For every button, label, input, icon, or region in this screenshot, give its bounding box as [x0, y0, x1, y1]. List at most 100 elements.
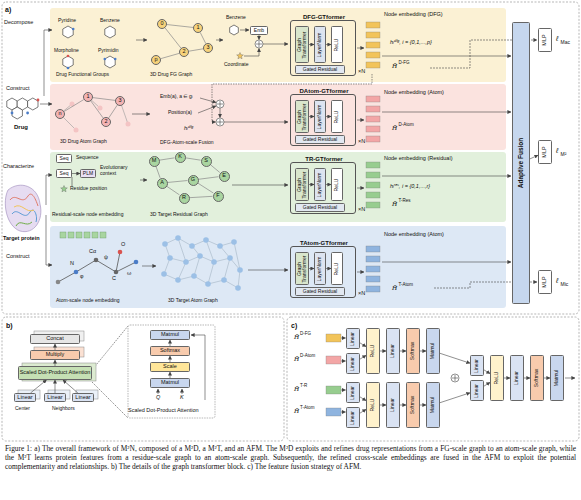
node-text: Adaptive Fusion: [518, 22, 525, 304]
node-text: PLM: [83, 171, 93, 176]
atom: [72, 28, 75, 31]
process-box: Scaled Dot-Product Attention: [18, 366, 93, 380]
embedding-bar: [366, 276, 380, 282]
label: 3D Target Atom Graph: [168, 298, 218, 303]
graph-node: 3: [203, 43, 213, 53]
label: φ: [80, 274, 84, 280]
layer-box: MLP: [538, 140, 552, 164]
process-box: Seq: [56, 169, 72, 178]
ring: [28, 98, 38, 110]
node-text: Gated Residual: [303, 137, 337, 142]
label: Neighbors: [52, 406, 75, 411]
atom: [197, 253, 203, 259]
node-text: Matmul: [554, 355, 559, 401]
graph-node: 2: [101, 117, 111, 127]
row-band: [50, 226, 506, 308]
embedding-bar: [366, 116, 380, 122]
layer-box: Matmul: [426, 382, 440, 428]
graph-node: K: [175, 152, 186, 163]
embedding-bar: [326, 334, 341, 342]
atom: [26, 112, 29, 115]
connector: [530, 155, 538, 159]
label: Residue position: [70, 186, 107, 191]
layer-box: ReLU: [331, 168, 343, 201]
embedding-bar: [326, 356, 341, 364]
label: T-Atom: [300, 406, 315, 411]
process-box: Seq: [56, 154, 72, 163]
graph-node: 0: [157, 19, 167, 29]
graph-edge: [189, 196, 212, 197]
label: D-Atom: [399, 123, 414, 128]
node-text: MLP: [542, 140, 548, 164]
label: M²: [561, 152, 567, 157]
layer-box: Matmul: [550, 355, 564, 401]
graph-edge: [210, 165, 220, 173]
node-text: Matmul: [161, 332, 179, 338]
label: Evolutionary context: [100, 165, 134, 176]
node-text: Softmax: [534, 355, 539, 401]
node-text: Seq: [60, 156, 69, 161]
connector: [72, 173, 80, 174]
node-text: Softmax: [410, 328, 415, 374]
graph-node: G: [188, 175, 199, 186]
layer-box: ReLU: [490, 355, 504, 401]
graph-edge: [200, 32, 206, 43]
node-text: Scaled Dot-Product Attention: [20, 370, 91, 376]
node-text: Linear: [17, 395, 32, 401]
label: D-Atom: [300, 354, 315, 359]
layer-box: MLP: [538, 28, 552, 52]
module-box: TAtom-GTformer×NGraph TransformerLayerNo…: [290, 246, 356, 298]
node-text: Gated Residual: [303, 205, 337, 210]
node-text: ReLU: [334, 168, 339, 201]
node-text: Linear: [47, 395, 62, 401]
layer-box: Softmax: [530, 355, 544, 401]
node-text: Gated Residual: [303, 289, 337, 294]
graph-edge: [167, 181, 187, 183]
label: Mac: [561, 40, 570, 45]
flow-arrows: [40, 30, 575, 418]
node-text: Graph Transformer: [297, 100, 308, 133]
label: ℓ: [556, 147, 558, 154]
bond: [206, 240, 214, 262]
label: ℓ: [556, 35, 558, 42]
row-band: [50, 8, 506, 82]
label: D-FG: [300, 332, 311, 337]
process-box: Emb: [250, 26, 268, 35]
graph-edge: [91, 101, 103, 118]
node-text: A: [160, 180, 164, 186]
atom: [183, 259, 189, 265]
stack-shadows: [18, 331, 98, 399]
connector: [31, 380, 47, 393]
node-text: ×N: [358, 139, 365, 145]
layer-box: ReLU: [331, 100, 343, 133]
label: O: [121, 242, 125, 248]
atom: [211, 259, 217, 265]
connector: [63, 380, 78, 393]
embedding-bar: [366, 106, 380, 112]
embedding-bar: [366, 52, 380, 58]
label: Atom-scale node embedding: [56, 298, 120, 303]
label: Mic: [561, 282, 569, 287]
layer-box: MLP: [538, 270, 552, 294]
bond: [178, 238, 186, 262]
embedding-bar: [366, 32, 380, 38]
node-text: K: [178, 154, 182, 160]
protein-illustration: [5, 185, 41, 231]
layer-box: Linear: [386, 382, 400, 428]
bond: [208, 262, 214, 284]
layer-box: Softmax: [406, 328, 420, 374]
node-text: n: [58, 111, 61, 117]
graph-node: p: [151, 55, 161, 65]
figure-caption: Figure 1: a) The overall framework of M²…: [5, 444, 576, 472]
embedding-bar: [366, 286, 380, 292]
layer-box: Matmul: [426, 328, 440, 374]
label: Pyrimidin: [98, 48, 119, 53]
panel-border: [2, 317, 284, 441]
process-box: Linear: [72, 393, 94, 402]
ring: [230, 25, 239, 35]
node-text: G: [191, 177, 195, 183]
label: N: [70, 261, 74, 267]
process-box: Matmul: [150, 378, 190, 388]
embedding-bar: [366, 96, 380, 102]
